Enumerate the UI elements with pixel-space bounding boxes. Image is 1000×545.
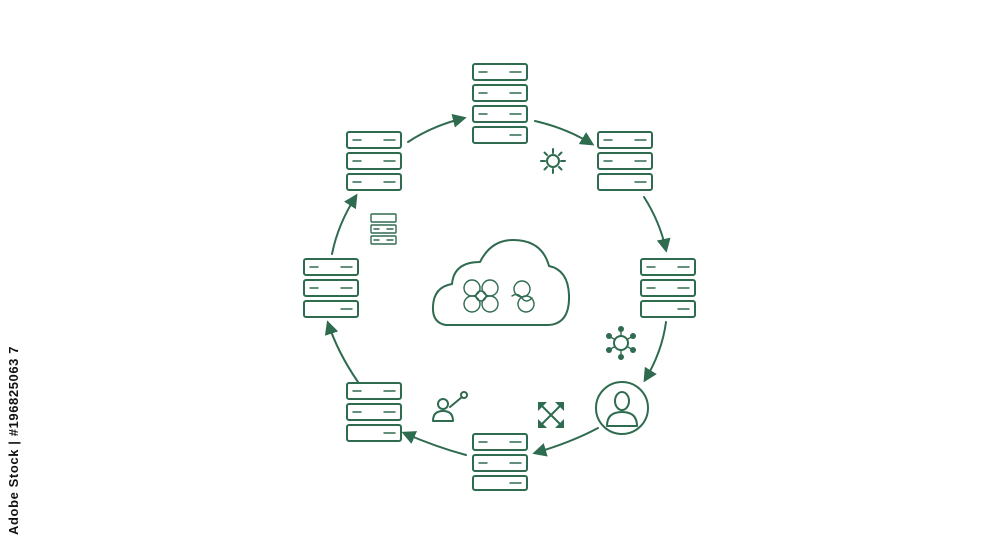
server-rack-icon [597,131,653,191]
flow-arrow [331,193,358,255]
cloud-icon [431,239,571,326]
gear-icon [540,148,566,174]
expand-arrows-icon [538,402,564,428]
link-flower-icon [463,279,499,313]
flow-arrow [534,120,595,146]
server-rack-icon [303,258,359,318]
flow-arrow [401,431,467,456]
link-chain-icon [511,280,535,313]
mini-server-icon [370,213,397,245]
flow-arrow [324,320,359,383]
flow-arrows [324,113,671,457]
watermark-text: Adobe Stock | #196825063 7 [6,345,21,535]
flow-arrow [643,321,667,383]
user-key-icon [432,391,468,422]
flow-arrow [407,113,467,143]
server-rack-icon [472,63,528,144]
server-rack-icon [346,131,402,191]
flow-arrow [643,196,671,253]
user-circle-icon [595,381,649,435]
server-rack-icon [472,433,528,491]
network-icon [606,326,636,360]
flow-arrow [532,427,599,457]
server-rack-icon [346,382,402,442]
vertical-watermark: Adobe Stock | #196825063 7 [6,300,26,535]
server-rack-icon [640,258,696,318]
